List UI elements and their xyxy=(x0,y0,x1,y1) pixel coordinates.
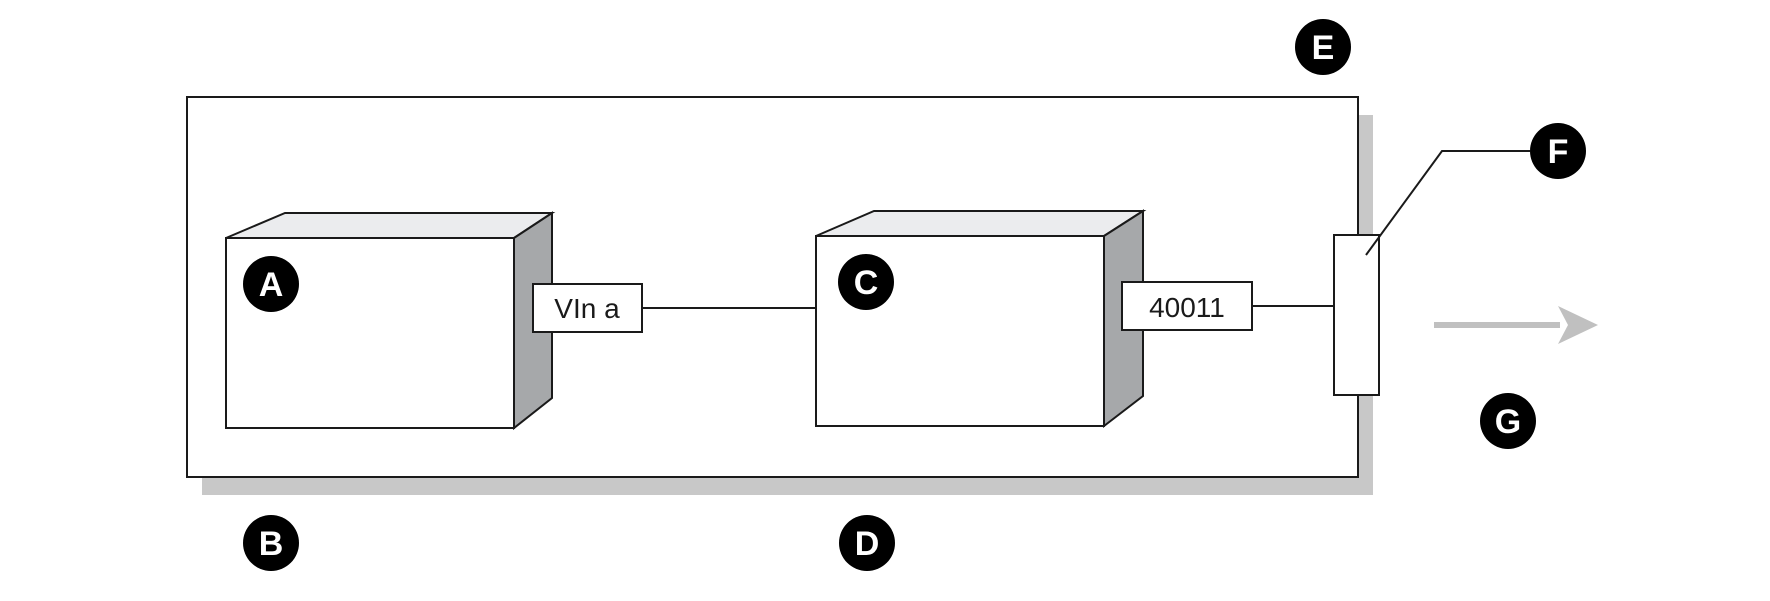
svg-text:B: B xyxy=(259,525,284,563)
svg-text:D: D xyxy=(855,525,880,563)
port-box-right xyxy=(1121,281,1253,331)
callout-g: G xyxy=(1480,393,1536,449)
callout-f: F xyxy=(1530,123,1586,179)
side-connector xyxy=(1333,234,1380,396)
svg-text:A: A xyxy=(259,266,284,304)
svg-text:C: C xyxy=(854,264,879,302)
port-label-right: 40011 xyxy=(1149,292,1225,323)
port-box-left xyxy=(532,283,643,333)
module-c xyxy=(815,209,1147,429)
callout-e: E xyxy=(1295,19,1351,75)
output-arrow xyxy=(1434,306,1598,344)
svg-text:E: E xyxy=(1312,29,1335,67)
svg-text:G: G xyxy=(1495,403,1521,441)
svg-text:F: F xyxy=(1548,133,1569,171)
callout-c: C xyxy=(838,254,894,310)
module-a-top xyxy=(225,212,556,239)
port-label-left: VIn a xyxy=(554,293,620,324)
module-a xyxy=(225,211,556,431)
callout-d: D xyxy=(839,515,895,571)
module-c-top xyxy=(815,210,1147,237)
leader-line-f xyxy=(1365,150,1530,256)
callout-b: B xyxy=(243,515,299,571)
callout-a: A xyxy=(243,256,299,312)
